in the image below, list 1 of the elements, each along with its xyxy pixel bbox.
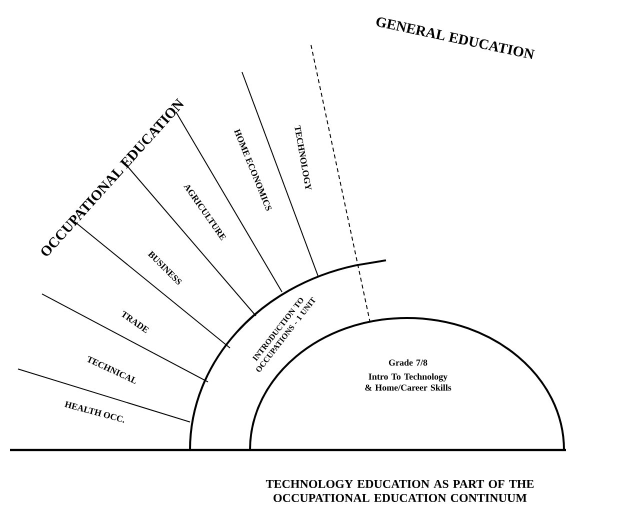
caption: TECHNOLOGY EDUCATION AS PART OF THE OCCUPATIONAL EDUCATION CONTINUUM [266,480,534,502]
